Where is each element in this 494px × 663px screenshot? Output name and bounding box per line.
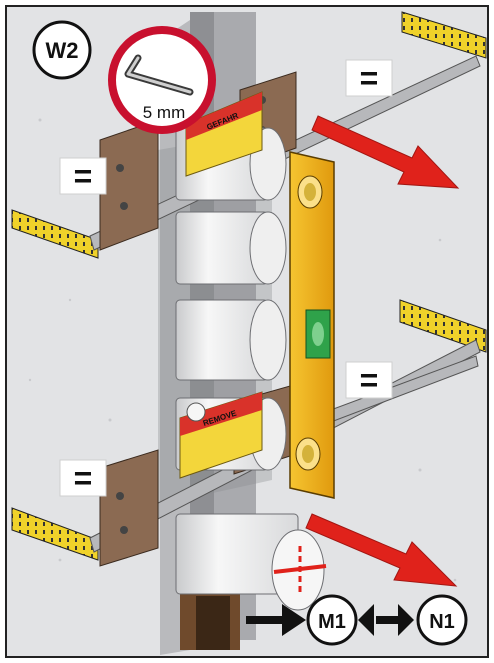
arrow-right-icon	[246, 604, 306, 636]
connector-n1-badge	[416, 594, 468, 646]
protective-sticker-lower: REMOVE	[179, 391, 263, 479]
protective-sticker-upper: GEFAHR	[185, 91, 263, 177]
tool-callout: 5 mm	[108, 26, 216, 134]
connector-n1-label: N1	[429, 611, 455, 633]
step-badge-label: W2	[46, 38, 79, 63]
center-mark	[273, 546, 327, 594]
connector-m1-badge	[306, 594, 358, 646]
equal-mark-top-right: =	[345, 59, 393, 97]
equal-mark-right-middle: =	[345, 361, 393, 399]
double-arrow-icon	[358, 604, 414, 636]
svg-text:=: =	[360, 362, 379, 398]
mounting-rail-middle-right	[399, 299, 487, 353]
concrete-texture	[28, 88, 457, 582]
equal-mark-left-upper: =	[59, 157, 107, 195]
mounting-rail-lower-left	[11, 507, 99, 561]
connector-m1-label: M1	[318, 611, 346, 633]
svg-text:=: =	[74, 158, 93, 194]
direction-arrow-lower	[305, 513, 458, 587]
svg-text:=: =	[74, 460, 93, 496]
step-badge: W2	[32, 20, 92, 80]
svg-text:=: =	[360, 60, 379, 96]
spirit-level	[289, 151, 335, 499]
mounting-rail-upper-right	[401, 11, 487, 59]
tool-size-label: 5 mm	[143, 103, 186, 122]
hex-key-icon	[124, 54, 194, 96]
equal-mark-left-lower: =	[59, 459, 107, 497]
connector-callout: M1 N1	[246, 594, 468, 646]
direction-arrow-upper	[311, 115, 460, 189]
mounting-rail-upper-left	[11, 209, 99, 259]
